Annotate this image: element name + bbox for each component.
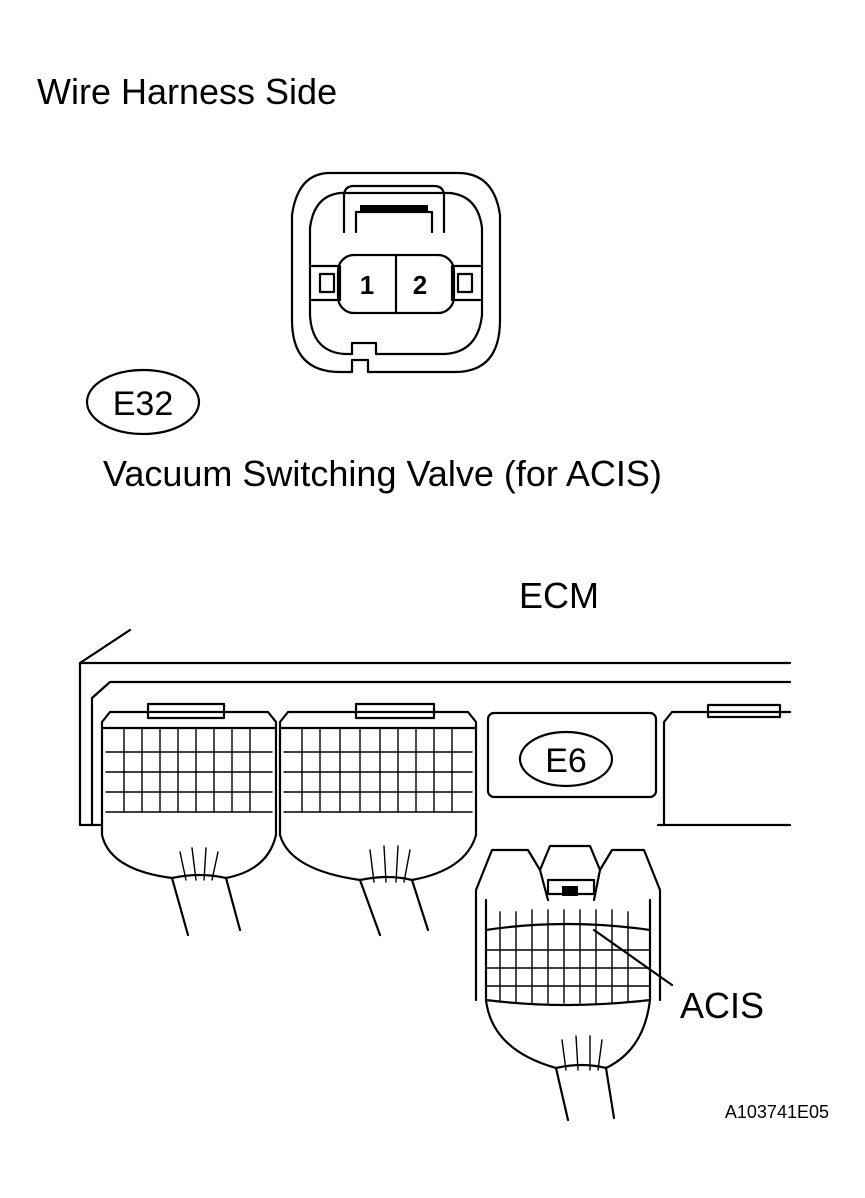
- acis-terminal-label: ACIS: [680, 985, 764, 1026]
- e32-code-label: E32: [113, 385, 174, 423]
- ecm-connector-left: [100, 702, 278, 937]
- ecm-connector-middle: [278, 702, 478, 937]
- e6-code-ellipse: [518, 730, 614, 788]
- e32-code-ellipse: [85, 368, 201, 436]
- ecm-body: [78, 628, 792, 827]
- vsv-connector: [290, 171, 502, 374]
- vsv-name-label: Vacuum Switching Valve (for ACIS): [103, 453, 662, 494]
- pin-1-label: 1: [360, 270, 374, 300]
- e6-connector: [474, 844, 662, 1122]
- wire-harness-side-label: Wire Harness Side: [37, 71, 337, 112]
- acis-leader-line: [592, 928, 674, 987]
- e6-code-label: E6: [545, 742, 587, 780]
- figure-id-label: A103741E05: [725, 1102, 829, 1122]
- ecm-label: ECM: [519, 575, 599, 616]
- pin-2-label: 2: [413, 270, 427, 300]
